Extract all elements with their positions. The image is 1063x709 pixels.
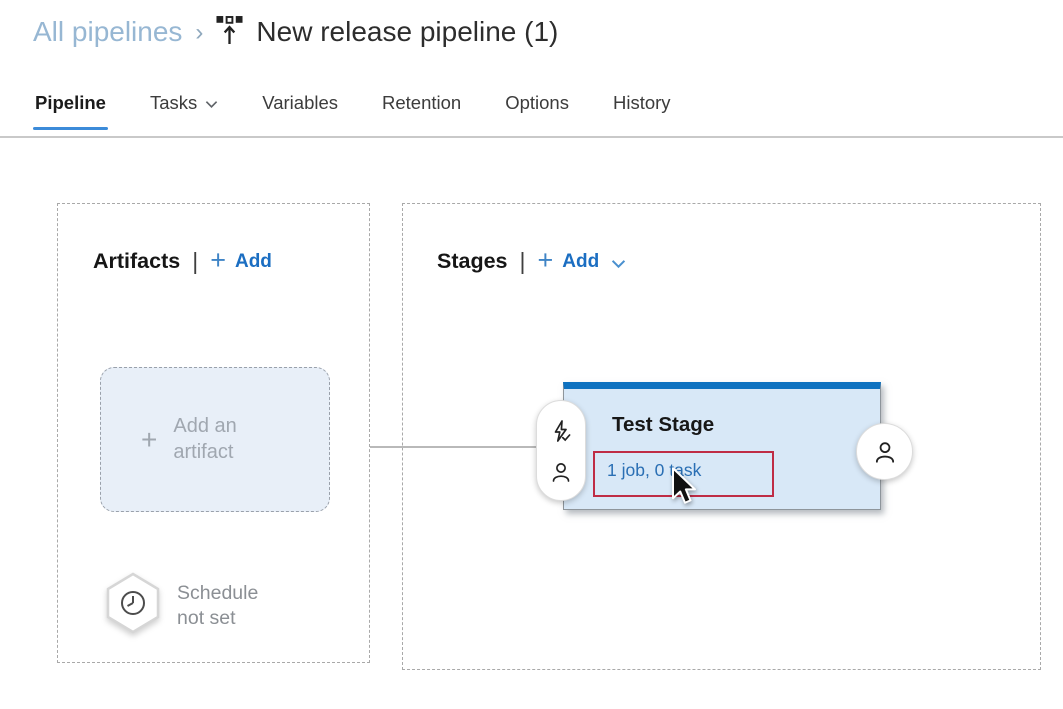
plus-icon: +: [537, 245, 554, 275]
add-artifact-label: Add: [234, 250, 272, 272]
artifacts-heading: Artifacts: [93, 249, 181, 273]
stages-panel-header: Stages | + Add: [437, 245, 627, 275]
tab-label: Pipeline: [35, 92, 106, 113]
post-deployment-conditions-button[interactable]: [872, 440, 898, 464]
artifacts-panel-header: Artifacts | + Add: [93, 245, 272, 275]
breadcrumb: All pipelines › New release pipeline (1): [33, 10, 558, 54]
tab-tasks[interactable]: Tasks: [148, 90, 220, 136]
pre-deployment-conditions-badge: [536, 400, 586, 501]
stage-name: Test Stage: [612, 413, 715, 436]
tab-variables[interactable]: Variables: [260, 90, 340, 136]
page-title: New release pipeline (1): [256, 16, 559, 47]
artifact-stage-connector: [370, 446, 542, 448]
breadcrumb-parent-link[interactable]: All pipelines: [33, 16, 183, 47]
tab-label: Variables: [262, 92, 339, 113]
stage-card[interactable]: Test Stage 1 job, 0 task: [563, 382, 881, 510]
tab-options[interactable]: Options: [503, 90, 571, 136]
add-stage-label: Add: [562, 250, 600, 272]
tab-retention[interactable]: Retention: [380, 90, 463, 136]
add-artifact-button[interactable]: + Add: [210, 245, 272, 275]
tab-pipeline[interactable]: Pipeline: [33, 90, 108, 136]
deployment-owner-button[interactable]: [549, 461, 573, 483]
tab-label: History: [612, 92, 671, 113]
plus-icon: +: [210, 245, 226, 275]
add-artifact-placeholder-label: Add an artifact: [173, 414, 237, 463]
tab-history[interactable]: History: [611, 90, 673, 136]
heading-separator: |: [192, 248, 199, 274]
add-stage-button[interactable]: + Add: [537, 245, 627, 275]
tabbar-divider: [0, 136, 1063, 138]
mouse-cursor-icon: [668, 466, 698, 513]
breadcrumb-separator: ›: [195, 19, 204, 46]
chevron-down-icon: [206, 101, 218, 109]
clock-hexagon-icon: [105, 572, 161, 639]
plus-icon: +: [141, 423, 158, 455]
stages-panel: [402, 203, 1041, 670]
person-icon: [875, 441, 894, 463]
chevron-down-icon: [612, 259, 626, 268]
tab-label: Options: [505, 92, 569, 113]
tab-label: Retention: [382, 92, 462, 113]
add-artifact-placeholder[interactable]: + Add an artifact: [100, 367, 330, 512]
pre-deployment-conditions-button[interactable]: [549, 418, 573, 444]
artifacts-panel: [57, 203, 370, 663]
lightning-check-icon: [554, 420, 571, 442]
schedule-status-label: Schedule not set: [177, 582, 259, 629]
tab-bar: Pipeline Tasks Variables Retention Optio…: [33, 90, 673, 136]
post-deployment-conditions-badge: [856, 423, 913, 480]
release-pipeline-icon: [216, 15, 243, 53]
tab-label: Tasks: [149, 92, 198, 113]
stages-heading: Stages: [437, 249, 508, 273]
schedule-trigger[interactable]: Schedule not set: [105, 572, 289, 639]
heading-separator: |: [519, 248, 526, 274]
person-icon: [552, 463, 570, 482]
